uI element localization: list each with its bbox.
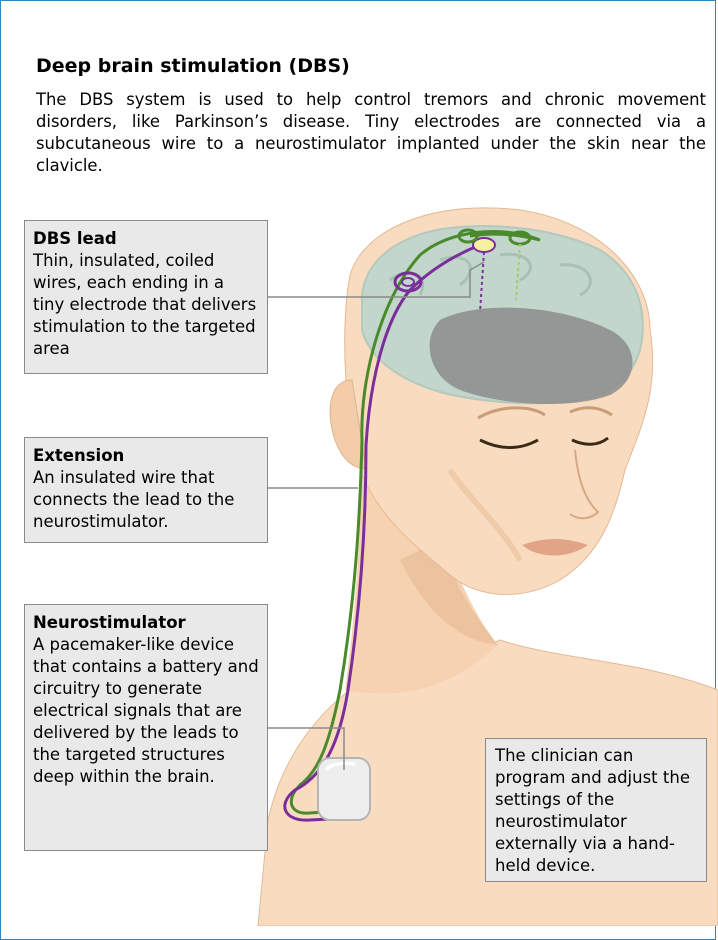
callout-neurostimulator: Neurostimulator A pacemaker-like device … [24,604,268,851]
callout-dbs-lead-title: DBS lead [33,228,259,250]
callout-neurostimulator-title: Neurostimulator [33,612,259,634]
callout-neurostimulator-text: A pacemaker-like device that contains a … [33,634,259,788]
callout-extension-title: Extension [33,445,259,467]
callout-dbs-lead-text: Thin, insulated, coiled wires, each endi… [33,250,259,360]
callout-clinician-text: The clinician can program and adjust the… [495,745,697,877]
callout-extension-text: An insulated wire that connects the lead… [33,467,259,533]
callout-extension: Extension An insulated wire that connect… [24,437,268,543]
callout-clinician: The clinician can program and adjust the… [485,738,707,882]
callout-dbs-lead: DBS lead Thin, insulated, coiled wires, … [24,220,268,374]
